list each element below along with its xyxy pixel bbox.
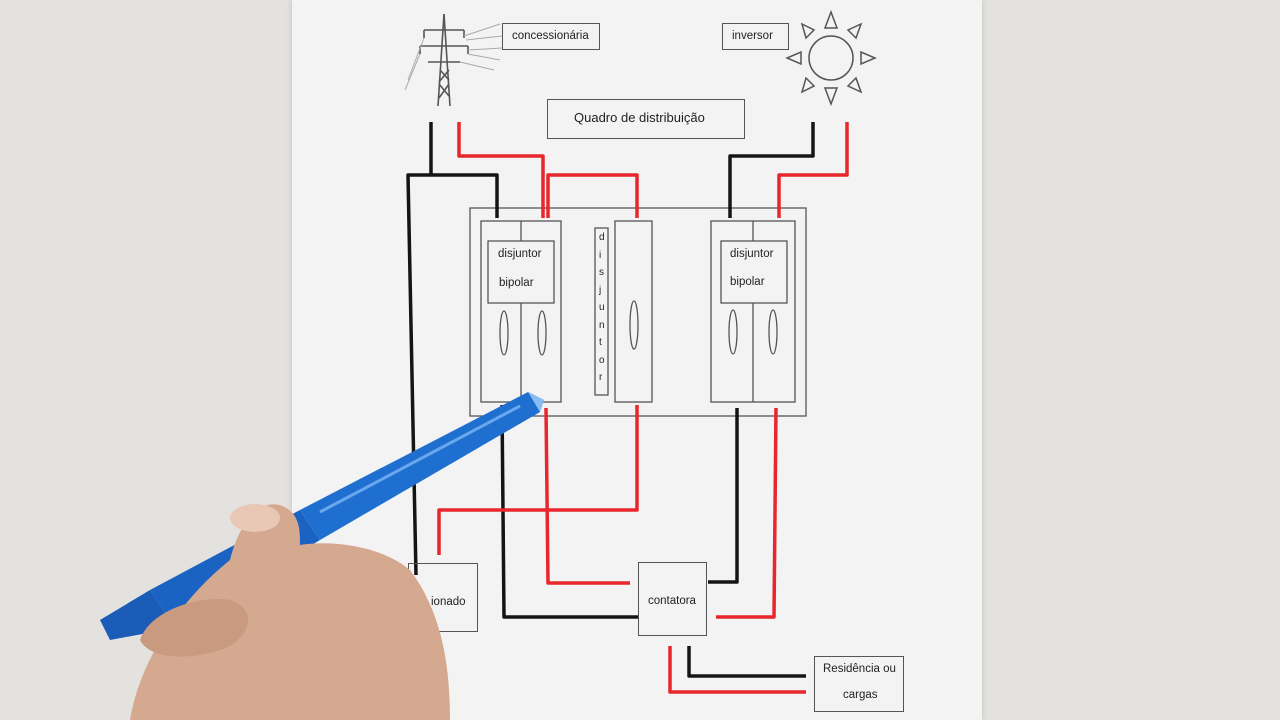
page-title: Quadro de distribuição <box>574 110 705 125</box>
concessionaria-label-box: concessionária <box>502 23 600 50</box>
residencia-label-2: cargas <box>843 689 878 701</box>
inversor-label: inversor <box>732 30 773 42</box>
wire-right-breaker-red <box>716 407 778 619</box>
wire-utility-black <box>406 122 433 576</box>
left-bottom-label: ionado <box>431 596 466 608</box>
breaker-left <box>480 220 562 403</box>
breaker-middle-vertical-char: d <box>599 232 605 243</box>
wire-contactor-to-load-black <box>687 646 806 678</box>
breaker-middle-vertical-char: r <box>599 372 603 383</box>
wire-inverter-black <box>728 122 815 218</box>
residencia-label-1: Residência ou <box>823 663 896 675</box>
neutral-wires <box>406 122 815 678</box>
breaker-middle <box>594 220 653 403</box>
wire-middle-breaker-red <box>437 405 639 555</box>
residencia-box: Residência ou cargas <box>814 656 904 712</box>
breaker-left-label-1: disjuntor <box>498 248 542 260</box>
wire-utility-black-branch <box>431 173 499 218</box>
concessionaria-label: concessionária <box>512 30 589 42</box>
inversor-label-box: inversor <box>722 23 789 50</box>
breaker-middle-vertical-char: s <box>599 267 604 278</box>
breaker-right-label-2: bipolar <box>730 276 765 288</box>
breaker-middle-vertical-char: n <box>599 319 605 331</box>
power-tower-icon <box>404 13 503 107</box>
breaker-middle-vertical-char: u <box>599 302 605 313</box>
contatora-label: contatora <box>648 595 696 607</box>
wire-utility-red <box>457 122 545 218</box>
breaker-left-label-2: bipolar <box>499 277 534 289</box>
phase-wires <box>437 122 849 694</box>
title-box: Quadro de distribuição <box>547 99 745 139</box>
breaker-right-label-1: disjuntor <box>730 248 774 260</box>
breaker-right <box>710 220 796 403</box>
wire-bus-red <box>546 173 639 218</box>
breaker-middle-vertical-char: j <box>599 284 602 296</box>
wire-breaker-to-contactor-black <box>500 404 638 619</box>
wire-contactor-to-load-red <box>668 646 806 694</box>
hand <box>130 504 450 720</box>
breaker-middle-vertical-char: i <box>599 249 602 261</box>
contatora-box: contatora <box>638 562 707 636</box>
sun-icon <box>785 9 877 107</box>
wire-inverter-red <box>777 122 849 218</box>
breaker-middle-vertical-char: o <box>599 354 605 366</box>
wire-left-breaker-red <box>544 407 630 585</box>
wire-right-breaker-black <box>708 408 739 584</box>
breaker-middle-vertical-char: t <box>599 337 602 348</box>
